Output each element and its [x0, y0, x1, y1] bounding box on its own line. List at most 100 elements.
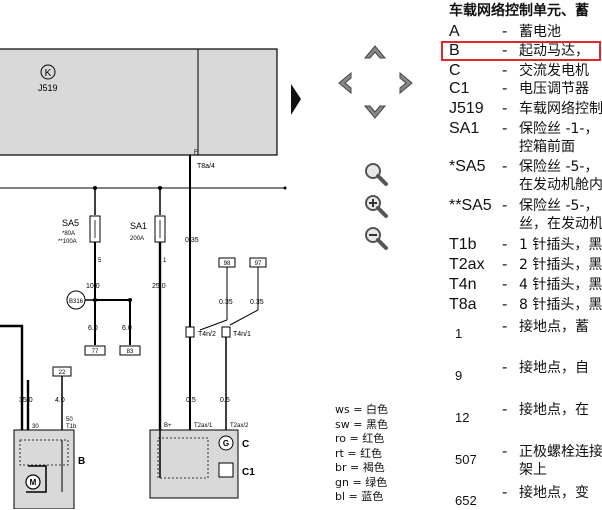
legend-key: 12 [455, 410, 470, 425]
legend-key: C [449, 62, 461, 79]
wire-60-b: 6.0 [122, 325, 132, 332]
wire-25: 25.0 [152, 283, 166, 290]
wire-color-item: sw = 黑色 [335, 418, 388, 431]
legend-desc-cont: 丝，在发动机 [519, 216, 602, 232]
svg-text:G: G [223, 439, 229, 448]
wire-035-b: 0.35 [219, 299, 233, 306]
pan-up-button[interactable] [362, 42, 388, 62]
legend-desc-cont: 控箱前面 [519, 139, 575, 155]
wire-05-b: 0.5 [220, 397, 230, 404]
regulator-c1 [218, 462, 234, 478]
legend-key: 507 [455, 452, 477, 467]
wire-color-item: rt = 红色 [335, 447, 383, 460]
wire-color-item: gn = 绿色 [335, 476, 388, 489]
zoom-in-icon [365, 195, 388, 218]
legend-key: 1 [455, 326, 463, 341]
selected-item-highlight [441, 41, 601, 61]
starter-box [13, 429, 75, 509]
zoom-out-icon [365, 227, 388, 250]
legend-desc: 保险丝 -1-， [519, 121, 599, 137]
legend-key: SA1 [449, 120, 480, 137]
ground-83: 83 [127, 349, 134, 355]
legend-desc: 2 针插头，黑 [519, 257, 602, 273]
wire-60-a: 6.0 [88, 325, 98, 332]
legend-key: 9 [455, 368, 463, 383]
pin-50: 50 [66, 417, 73, 423]
label-c1: C1 [242, 467, 255, 478]
wire-color-item: br = 褐色 [335, 461, 385, 474]
legend-desc: 接地点，自 [519, 360, 589, 376]
label-b: B [78, 456, 85, 467]
fuse-sa5-rating1: *80A [62, 231, 75, 237]
pin-5: 5 [98, 258, 102, 264]
legend-desc: 接地点，变 [519, 485, 589, 501]
pin-1: 1 [163, 258, 167, 264]
module-letter: K [45, 68, 52, 79]
legend-desc: 车载网络控制 [519, 101, 602, 117]
legend-key: T8a [449, 296, 477, 313]
box-22: 22 [59, 370, 66, 376]
pan-down-button[interactable] [362, 102, 388, 122]
pin-f: F [194, 150, 198, 156]
arrow-up-icon [363, 45, 387, 59]
legend-key: C1 [449, 80, 470, 97]
legend-desc: 电压调节器 [519, 81, 589, 97]
legend-desc: 起动马达， [519, 43, 589, 59]
legend-desc-cont: 在发动机舱内 [519, 177, 602, 193]
legend-title: 车载网络控制单元、蓄 [449, 3, 589, 19]
legend-key: B [449, 42, 460, 59]
generator-g [218, 435, 234, 451]
module-j519-box [0, 48, 278, 156]
magnifier-icon [365, 163, 388, 186]
motor-m [25, 474, 41, 490]
arrow-left-icon [338, 71, 352, 95]
fuse-sa1-name: SA1 [130, 221, 147, 231]
legend-key: *SA5 [449, 158, 486, 175]
fuse-sa5-rating2: **100A [58, 239, 77, 245]
legend-key: T4n [449, 276, 477, 293]
legend-key: J519 [449, 100, 484, 117]
t2ax1: T2ax/1 [194, 423, 213, 429]
pan-right-button[interactable] [396, 70, 416, 96]
module-letter-circle [40, 64, 56, 80]
box-97: 97 [255, 261, 262, 267]
legend-desc: 保险丝 -5-， [519, 159, 599, 175]
pin-30: 30 [32, 424, 39, 430]
zoom-in-button[interactable] [362, 192, 390, 220]
fuse-sa1-rating: 200A [130, 236, 144, 242]
legend-key: **SA5 [449, 197, 492, 214]
t4n2: T4n/2 [198, 331, 216, 338]
t2ax2: T2ax/2 [230, 423, 249, 429]
t4n1: T4n/1 [233, 331, 251, 338]
arrow-down-icon [363, 105, 387, 119]
ground-77: 77 [92, 349, 99, 355]
wire-05-a: 0.5 [186, 397, 196, 404]
legend-desc: 正极螺栓连接 [519, 444, 602, 460]
svg-text:M: M [30, 478, 37, 487]
legend-desc: 8 针插头，黑 [519, 297, 602, 313]
fuse-sa5-name: SA5 [62, 218, 79, 228]
legend-key: T2ax [449, 256, 485, 273]
wire-035-c: 0.35 [250, 299, 264, 306]
pan-left-button[interactable] [335, 70, 355, 96]
legend-desc: 接地点，在 [519, 402, 589, 418]
legend-desc: 4 针插头，黑 [519, 277, 602, 293]
wire-color-item: ro = 红色 [335, 432, 385, 445]
legend-key: 652 [455, 493, 477, 508]
zoom-reset-button[interactable] [362, 160, 390, 188]
legend-desc: 蓄电池 [519, 24, 561, 40]
panel-expand-triangle-icon[interactable] [291, 84, 301, 115]
legend-desc: 1 针插头，黑 [519, 237, 602, 253]
wire-40: 4.0 [55, 397, 65, 404]
b316-label: B316 [69, 299, 84, 305]
box-98: 98 [224, 261, 231, 267]
wire-350: 35.0 [19, 397, 33, 404]
pin-bplus: B+ [164, 423, 172, 429]
legend-desc: 保险丝 -5-， [519, 198, 599, 214]
module-name: J519 [38, 83, 58, 93]
legend-key: T1b [449, 236, 477, 253]
legend-desc: 接地点，蓄 [519, 319, 589, 335]
wire-color-item: bl = 蓝色 [335, 490, 384, 503]
zoom-out-button[interactable] [362, 224, 390, 252]
